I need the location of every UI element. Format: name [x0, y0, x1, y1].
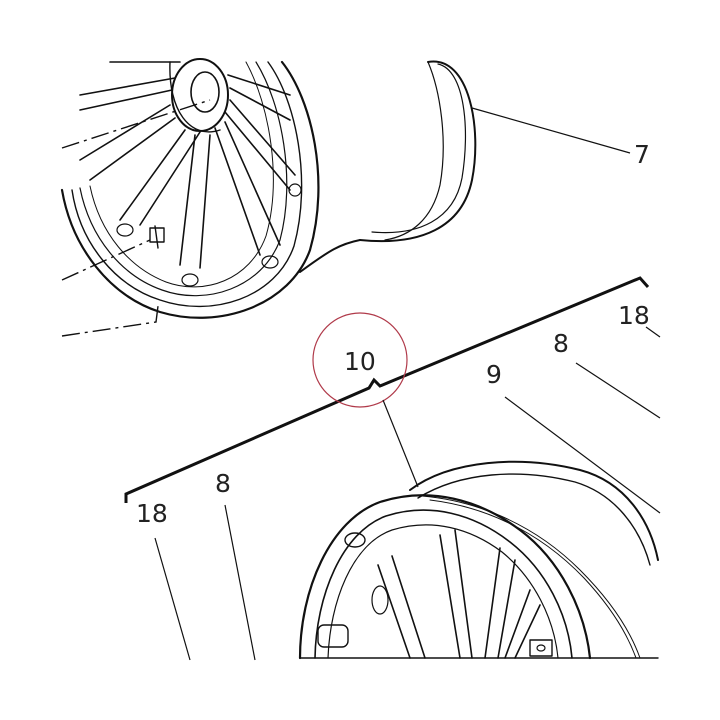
callout-18-left: 18 — [136, 499, 168, 528]
upper-wheel-barrel-end — [359, 60, 477, 243]
lower-wheel-rim-outer — [298, 494, 592, 660]
callout-7: 7 — [634, 140, 650, 169]
leader-line-9 — [504, 396, 661, 514]
upper-center-lines — [61, 99, 211, 337]
upper-wheel — [60, 58, 477, 319]
upper-wheel-spokes — [79, 61, 296, 269]
leader-line-18-right — [645, 326, 661, 338]
leader-line-8-left — [224, 504, 256, 661]
callout-18-right: 18 — [618, 301, 650, 330]
callout-9: 9 — [486, 360, 502, 389]
upper-wheel-barrel — [299, 239, 361, 273]
callout-10: 10 — [344, 347, 376, 376]
leader-line-18-left — [154, 537, 191, 661]
lower-wheel-barrel-end — [409, 460, 659, 561]
callout-8-left: 8 — [215, 469, 231, 498]
highlight-circle — [312, 312, 408, 408]
leader-line-8-right — [575, 362, 661, 419]
leader-line-10 — [382, 399, 419, 488]
callout-8-right: 8 — [553, 329, 569, 358]
lower-wheel-spokes — [377, 529, 541, 659]
lower-leader-lines — [154, 326, 661, 661]
assembly-bracket — [124, 276, 650, 503]
lower-wheel — [298, 460, 659, 660]
leader-line-7 — [471, 107, 631, 154]
upper-wheel-barrel-end-inner — [371, 63, 467, 234]
upper-wheel-rim-outer — [60, 60, 320, 319]
